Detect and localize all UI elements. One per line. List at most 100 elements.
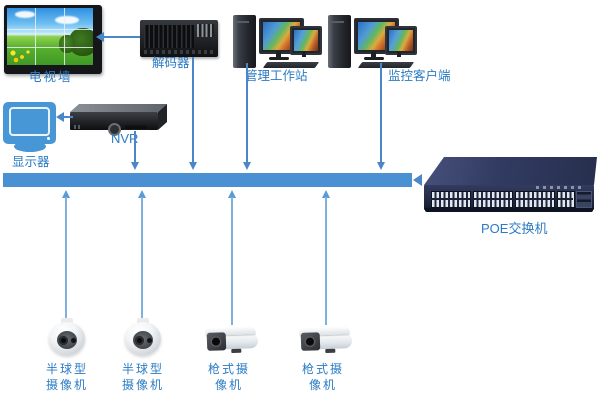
monitor-base: [269, 57, 289, 60]
keyboard: [357, 62, 415, 68]
label-line1: 枪式摄: [207, 362, 250, 376]
monitoring-client-label: 监控客户端: [388, 69, 451, 83]
nvr-label: NVR: [111, 131, 139, 146]
bullet-camera-1-label: 枪式摄 像机: [199, 361, 259, 393]
camera-mount: [137, 318, 149, 324]
nvr-dial: [108, 123, 121, 136]
monitor-stand: [302, 51, 306, 57]
camera-ir-led: [71, 338, 76, 343]
arrowhead-up-icon: [62, 190, 70, 198]
nvr-leds: [74, 125, 82, 129]
camera-lens-icon: [135, 336, 144, 345]
cloud-shape: [55, 16, 79, 24]
label-line1: 枪式摄: [301, 362, 344, 376]
poe-switch-device: [424, 157, 598, 213]
tower-vent: [331, 21, 344, 23]
connector-nvr-display: [64, 116, 73, 118]
secondary-monitor: [385, 26, 417, 55]
grid-line: [63, 8, 65, 65]
grid-line: [35, 8, 37, 65]
arrowhead-up-icon: [322, 190, 330, 198]
arrowhead-down-icon: [131, 162, 139, 170]
connector-decoder-bus: [192, 57, 194, 162]
switch-top-face: [424, 157, 597, 185]
camera-bracket: [231, 348, 242, 354]
nvr-display: [124, 125, 148, 130]
nvr-side-face: [158, 104, 167, 130]
network-bus-bar: [3, 173, 412, 187]
connector-client-bus: [380, 63, 382, 162]
camera-body: [224, 333, 259, 350]
connector-decoder-tvwall: [104, 36, 140, 38]
tower-vent: [236, 21, 249, 23]
connector-dome2-bus: [141, 197, 143, 321]
connector-workstation-bus: [246, 63, 248, 162]
label-line1: 半球型: [121, 362, 164, 376]
dome-camera-1: [45, 318, 89, 360]
connector-bullet2-bus: [325, 197, 327, 325]
dome-camera-2: [121, 318, 165, 360]
arrowhead-down-icon: [243, 162, 251, 170]
monitor-stand: [371, 52, 376, 58]
nvr-top-face: [70, 104, 167, 112]
grid-line: [7, 29, 93, 31]
arrowhead-down-icon: [189, 162, 197, 170]
camera-bracket: [325, 348, 336, 354]
monitor-screen: [389, 30, 413, 51]
port-row-divider: [431, 198, 573, 200]
decoder-device: [140, 20, 218, 57]
bullet-camera-2: [299, 325, 354, 359]
display-monitor-label: 显示器: [12, 155, 50, 169]
tv-wall-device: [4, 5, 102, 74]
decoder-vents: [144, 50, 214, 54]
monitor-stand: [397, 51, 401, 57]
grid-line: [7, 47, 93, 49]
camera-ir-led: [147, 338, 152, 343]
label-line1: 半球型: [45, 362, 88, 376]
camera-mount: [61, 318, 73, 324]
arrowhead-down-icon: [377, 162, 385, 170]
camera-body: [318, 333, 353, 350]
management-workstation-device: [233, 13, 322, 71]
monitor-screen-frame: [3, 102, 56, 144]
camera-lens-icon: [59, 336, 68, 345]
power-led: [47, 137, 50, 140]
arrowhead-left-icon: [413, 174, 422, 186]
monitoring-client-device: [328, 13, 417, 71]
tree-shape: [59, 35, 75, 53]
monitor-base: [364, 57, 384, 60]
connector-dome1-bus: [65, 197, 67, 321]
keyboard: [262, 62, 320, 68]
poe-switch-label: POE交换机: [481, 221, 548, 236]
tv-wall-label: 电视墙: [29, 70, 73, 84]
secondary-monitor: [290, 26, 322, 55]
nvr-front-panel: [70, 112, 158, 136]
label-line2: 摄像机: [121, 378, 164, 392]
pc-tower: [233, 15, 256, 68]
arrowhead-up-icon: [228, 190, 236, 198]
pc-tower: [328, 15, 351, 68]
connector-bullet1-bus: [231, 197, 233, 325]
label-line2: 像机: [214, 378, 243, 392]
flowers-shape: [8, 48, 34, 64]
monitor-screen: [9, 107, 50, 136]
monitor-screen: [294, 30, 318, 51]
arrowhead-left-icon: [96, 32, 104, 42]
connector-nvr-bus: [134, 131, 136, 162]
bullet-camera-2-label: 枪式摄 像机: [293, 361, 353, 393]
arrowhead-left-icon: [56, 112, 64, 122]
dome-camera-1-label: 半球型 摄像机: [37, 361, 97, 393]
tv-wall-screen: [7, 8, 93, 65]
label-line2: 摄像机: [45, 378, 88, 392]
decoder-label: 解码器: [152, 56, 190, 70]
monitor-base: [14, 141, 46, 152]
management-workstation-label: 管理工作站: [245, 69, 308, 83]
sfp-ports: [576, 191, 592, 208]
arrowhead-up-icon: [138, 190, 146, 198]
decoder-card-slots: [144, 25, 194, 48]
decoder-ports: [197, 24, 214, 37]
monitor-stand: [276, 52, 281, 58]
display-monitor-device: [3, 102, 59, 154]
switch-model-text: [536, 186, 582, 189]
